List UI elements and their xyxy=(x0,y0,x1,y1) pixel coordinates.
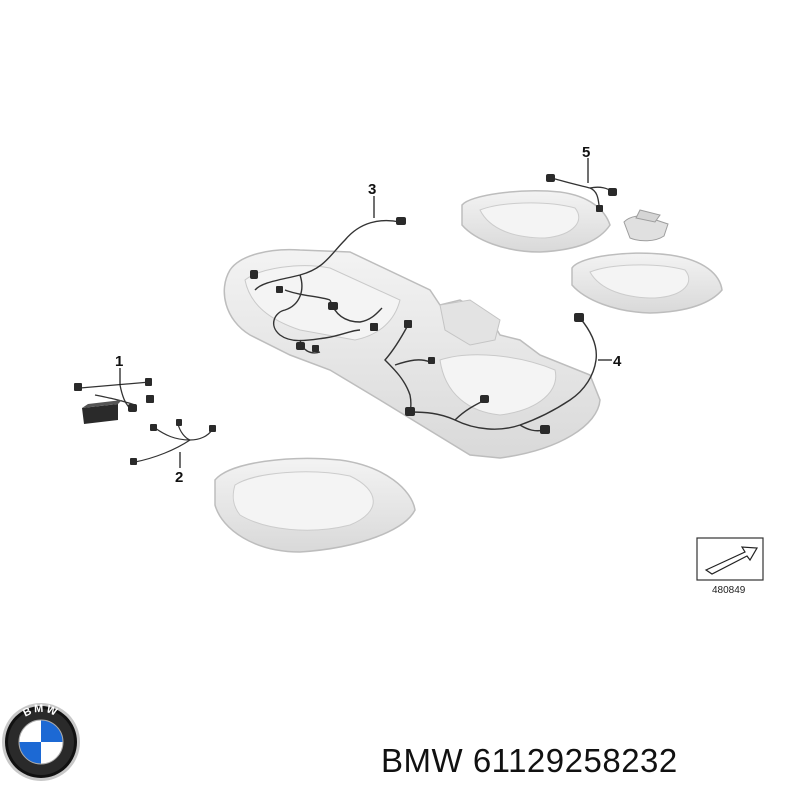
harness-3-connectors xyxy=(250,217,406,352)
rear-seat-base xyxy=(223,248,601,459)
harness-5-connectors xyxy=(546,174,617,212)
callout-5: 5 xyxy=(582,144,590,161)
callout-4: 4 xyxy=(613,353,622,370)
svg-text:BMW: BMW xyxy=(21,703,60,720)
seat-cushion-separate xyxy=(214,457,416,553)
small-bracket-part xyxy=(623,209,669,242)
seat-heating-harness-3 xyxy=(254,219,401,354)
harness-2-connectors xyxy=(130,419,216,465)
control-unit-1 xyxy=(74,378,154,424)
reference-box: 480849 xyxy=(696,537,764,596)
callout-3: 3 xyxy=(368,181,376,198)
callout-2: 2 xyxy=(175,469,183,486)
part-number-caption: BMW 61129258232 xyxy=(381,742,678,779)
leader-lines xyxy=(119,158,612,468)
bmw-logo-icon: BMW xyxy=(2,703,80,781)
harness-4-connectors xyxy=(404,313,584,434)
reference-number: 480849 xyxy=(712,585,746,596)
callout-1: 1 xyxy=(115,353,123,370)
backrest-cushion-upper xyxy=(461,190,611,253)
seat-heating-harness-2 xyxy=(134,423,213,463)
reference-arrow-icon xyxy=(704,546,759,575)
backrest-cushion-lower xyxy=(571,252,723,314)
